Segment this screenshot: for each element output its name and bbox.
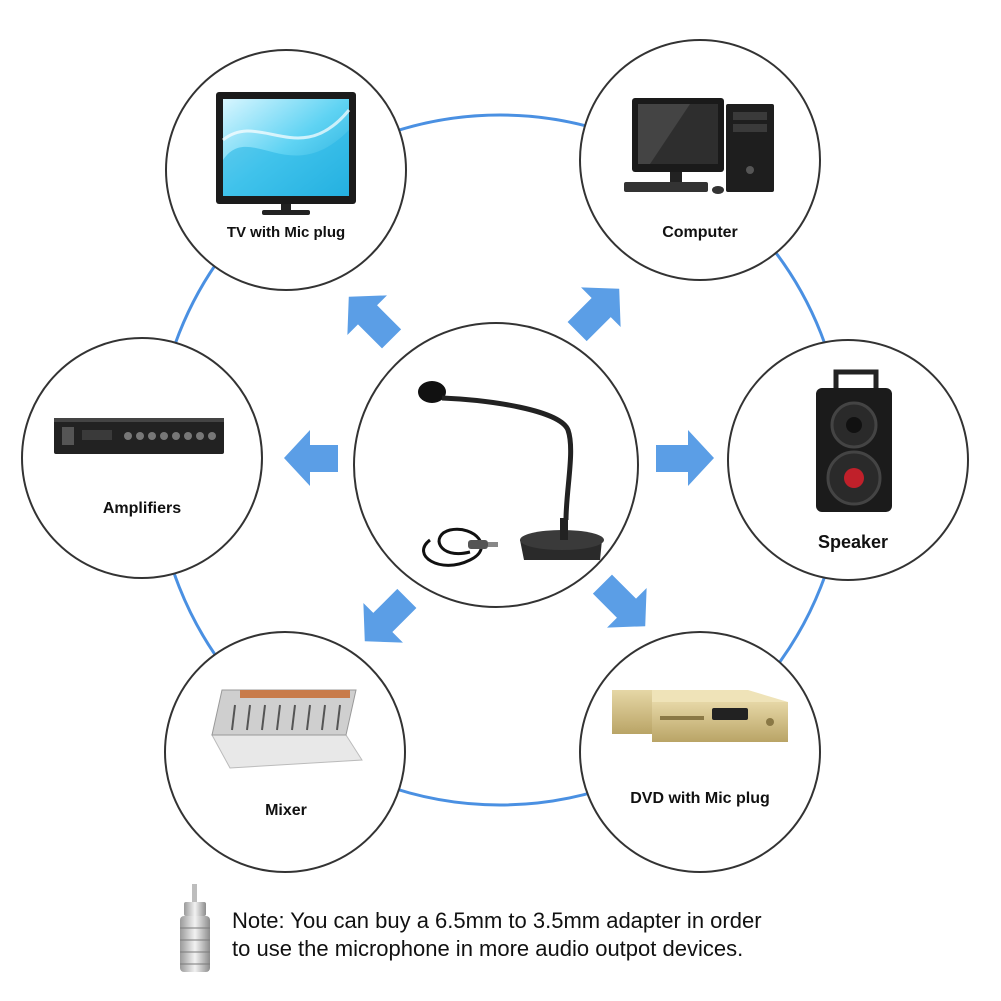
tv-icon — [216, 92, 356, 215]
mixer-label: Mixer — [265, 802, 307, 819]
arrow-right-icon — [656, 430, 714, 486]
arrow-up-left-icon — [347, 295, 402, 349]
arrow-down-right-icon — [592, 574, 647, 628]
microphone-node — [353, 322, 639, 608]
amplifier-icon — [54, 418, 224, 454]
computer-label: Computer — [662, 224, 738, 241]
arrow-down-left-icon — [363, 588, 417, 643]
speaker-icon — [816, 369, 892, 512]
tv-label: TV with Mic plug — [226, 224, 346, 241]
arrow-left-icon — [284, 430, 338, 486]
speaker-label: Speaker — [817, 532, 889, 552]
amplifiers-node — [21, 337, 263, 579]
dvd-label: DVD with Mic plug — [630, 790, 770, 807]
dvd-node — [579, 631, 821, 873]
audio-adapter-icon — [180, 884, 210, 972]
note-line-1: Note: You can buy a 6.5mm to 3.5mm adapt… — [232, 908, 762, 933]
note-line-2: to use the microphone in more audio outp… — [232, 936, 744, 961]
amplifiers-label: Amplifiers — [102, 500, 182, 517]
mixer-icon — [211, 689, 363, 769]
adapter-note: Note: You can buy a 6.5mm to 3.5mm adapt… — [232, 907, 762, 963]
arrow-up-right-icon — [567, 287, 621, 342]
dvd-player-icon — [612, 690, 788, 742]
computer-icon — [624, 98, 774, 194]
arrows — [284, 287, 714, 643]
gooseneck-microphone-icon — [418, 381, 604, 567]
